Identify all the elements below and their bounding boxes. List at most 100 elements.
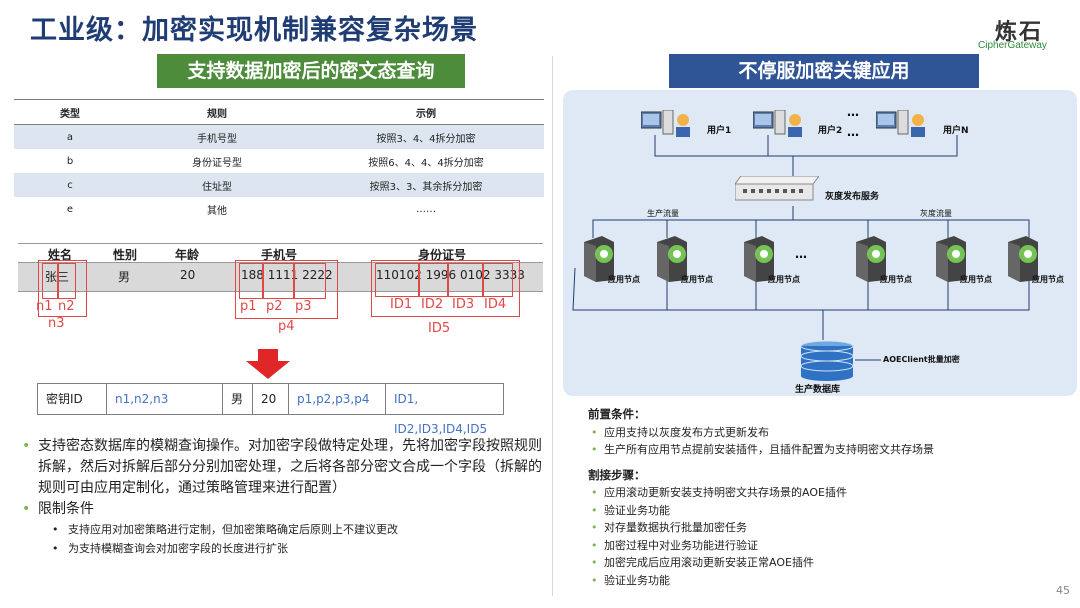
app-node-server-icon bbox=[856, 236, 886, 282]
split-box-p4 bbox=[235, 260, 338, 319]
example-age: 20 bbox=[180, 268, 196, 282]
example-header-phone: 手机号 bbox=[261, 248, 298, 262]
left-bullets: 支持密态数据库的模糊查询操作。对加密字段做特定处理，先将加密字段按照规则拆解，然… bbox=[22, 436, 542, 558]
user-pc-icon bbox=[876, 110, 925, 137]
key-cell-age: 20 bbox=[253, 384, 289, 414]
steps-title: 割接步骤： bbox=[588, 467, 646, 482]
rules-header-type: 类型 bbox=[14, 99, 126, 125]
label-n1: n1 bbox=[36, 299, 53, 314]
split-box-id3 bbox=[448, 263, 483, 297]
split-box-p1 bbox=[239, 263, 263, 299]
user-label-2: 用户2 bbox=[818, 126, 843, 136]
key-cell-name: n1,n2,n3 bbox=[107, 384, 223, 414]
app-node-label: 应用节点 bbox=[768, 275, 800, 284]
label-id3: ID3 bbox=[452, 297, 475, 312]
app-node-server-icon bbox=[936, 236, 966, 282]
database-icon bbox=[800, 340, 854, 381]
example-header: 姓名 性别 年龄 手机号 身份证号 bbox=[18, 243, 543, 262]
aoe-client-label: AOEClient批量加密 bbox=[883, 355, 960, 364]
app-node-server-icon bbox=[744, 236, 774, 282]
step-item: 验证业务功能 bbox=[588, 502, 1068, 520]
split-box-n2 bbox=[58, 263, 76, 299]
rules-table: 类型 规则 示例 a 手机号型 按照3、4、4拆分加密 b 身份证号型 按照6、… bbox=[14, 99, 544, 221]
app-node-label: 应用节点 bbox=[681, 275, 713, 284]
bullet-restrictions: 限制条件 bbox=[22, 499, 542, 520]
architecture-diagram: 用户1 用户2 用户N … … 灰度发布服务 生产流量 灰度流量 应用节点 应用… bbox=[563, 90, 1077, 396]
encrypted-key-row: 密钥ID n1,n2,n3 男 20 p1,p2,p3,p4 ID1, ID2,… bbox=[37, 383, 504, 436]
pre-condition-item: 生产所有应用节点提前安装插件，且插件配置为支持明密文共存场景 bbox=[588, 441, 1068, 459]
example-header-gender: 性别 bbox=[113, 248, 138, 262]
example-header-name: 姓名 bbox=[48, 248, 73, 262]
table-cell: 其他 bbox=[207, 205, 227, 217]
app-node-label: 应用节点 bbox=[880, 275, 912, 284]
database-label: 生产数据库 bbox=[795, 385, 841, 395]
key-cell-id: 密钥ID bbox=[38, 384, 107, 414]
split-box-n3 bbox=[38, 260, 87, 317]
split-box-p2 bbox=[263, 263, 294, 299]
label-p2: p2 bbox=[266, 299, 283, 314]
user-label-1: 用户1 bbox=[707, 126, 732, 136]
table-cell: a bbox=[14, 124, 126, 149]
table-cell: …… bbox=[416, 203, 436, 215]
pre-condition-item: 应用支持以灰度发布方式更新发布 bbox=[588, 424, 1068, 442]
step-item: 应用滚动更新安装支持明密文共存场景的AOE插件 bbox=[588, 484, 1068, 502]
rules-header-example: 示例 bbox=[308, 99, 544, 125]
ellipsis-users: … bbox=[847, 105, 859, 119]
page-number: 45 bbox=[1056, 584, 1070, 597]
ellipsis-users: … bbox=[847, 125, 859, 139]
app-node-label: 应用节点 bbox=[960, 275, 992, 284]
ellipsis-nodes: … bbox=[795, 247, 807, 261]
table-cell: e bbox=[66, 203, 74, 215]
split-box-id4 bbox=[483, 263, 513, 297]
step-item: 加密过程中对业务功能进行验证 bbox=[588, 537, 1068, 555]
label-id1: ID1 bbox=[390, 297, 413, 312]
table-cell: 按照3、3、其余拆分加密 bbox=[308, 173, 544, 197]
table-cell: 手机号型 bbox=[126, 124, 308, 149]
table-row: e 其他 …… bbox=[14, 197, 544, 221]
sub-bullet-1: 支持应用对加密策略进行定制，但加密策略确定后原则上不建议更改 bbox=[22, 520, 542, 539]
app-node-label: 应用节点 bbox=[608, 275, 640, 284]
label-p4: p4 bbox=[278, 319, 295, 334]
label-n3: n3 bbox=[48, 316, 65, 331]
right-section-heading: 不停服加密关键应用 bbox=[669, 54, 979, 88]
gateway-server-icon bbox=[735, 176, 819, 201]
app-node-server-icon bbox=[1008, 236, 1038, 282]
split-box-id5 bbox=[371, 260, 520, 317]
bullet-fuzzy-query: 支持密态数据库的模糊查询操作。对加密字段做特定处理，先将加密字段按照规则拆解，然… bbox=[22, 436, 542, 499]
left-section-heading: 支持数据加密后的密文态查询 bbox=[157, 54, 465, 88]
app-node-server-icon bbox=[584, 236, 614, 282]
app-node-server-icon bbox=[657, 236, 687, 282]
user-pc-icon bbox=[753, 110, 802, 137]
logo-subtext: CipherGateway bbox=[978, 40, 1047, 51]
label-n2: n2 bbox=[58, 299, 75, 314]
example-gender: 男 bbox=[118, 270, 131, 284]
gray-traffic-label: 灰度流量 bbox=[920, 209, 952, 218]
pre-conditions-title: 前置条件： bbox=[588, 407, 646, 421]
label-id4: ID4 bbox=[484, 297, 507, 312]
rules-header-rule: 规则 bbox=[126, 99, 308, 125]
app-node-label: 应用节点 bbox=[1032, 275, 1064, 284]
sub-bullet-2: 为支持模糊查询会对加密字段的长度进行扩张 bbox=[22, 539, 542, 558]
column-divider bbox=[552, 56, 553, 596]
table-row: b 身份证号型 按照6、4、4、4拆分加密 bbox=[14, 149, 544, 173]
gray-service-label: 灰度发布服务 bbox=[825, 192, 880, 202]
down-arrow-head-icon bbox=[246, 361, 290, 379]
table-row: c 住址型 按照3、3、其余拆分加密 bbox=[14, 173, 544, 197]
table-row: a 手机号型 按照3、4、4拆分加密 bbox=[14, 124, 544, 149]
label-p3: p3 bbox=[295, 299, 312, 314]
example-row: 张三 男 20 188 1111 2222 110102 1996 0102 3… bbox=[18, 262, 543, 292]
step-item: 对存量数据执行批量加密任务 bbox=[588, 519, 1068, 537]
step-item: 加密完成后应用滚动更新安装正常AOE插件 bbox=[588, 554, 1068, 572]
user-label-n: 用户N bbox=[943, 126, 969, 136]
split-box-id1 bbox=[375, 263, 419, 297]
example-header-id: 身份证号 bbox=[418, 248, 467, 262]
page-title: 工业级：加密实现机制兼容复杂场景 bbox=[30, 15, 478, 46]
label-id2: ID2 bbox=[421, 297, 444, 312]
table-cell: 身份证号型 bbox=[192, 157, 242, 169]
key-cell-idcard: ID1, ID2,ID3,ID4,ID5 bbox=[394, 392, 488, 436]
split-box-id2 bbox=[419, 263, 448, 297]
label-p1: p1 bbox=[240, 299, 257, 314]
split-box-n1 bbox=[42, 263, 58, 299]
example-header-age: 年龄 bbox=[175, 248, 200, 262]
step-item: 验证业务功能 bbox=[588, 572, 1068, 590]
